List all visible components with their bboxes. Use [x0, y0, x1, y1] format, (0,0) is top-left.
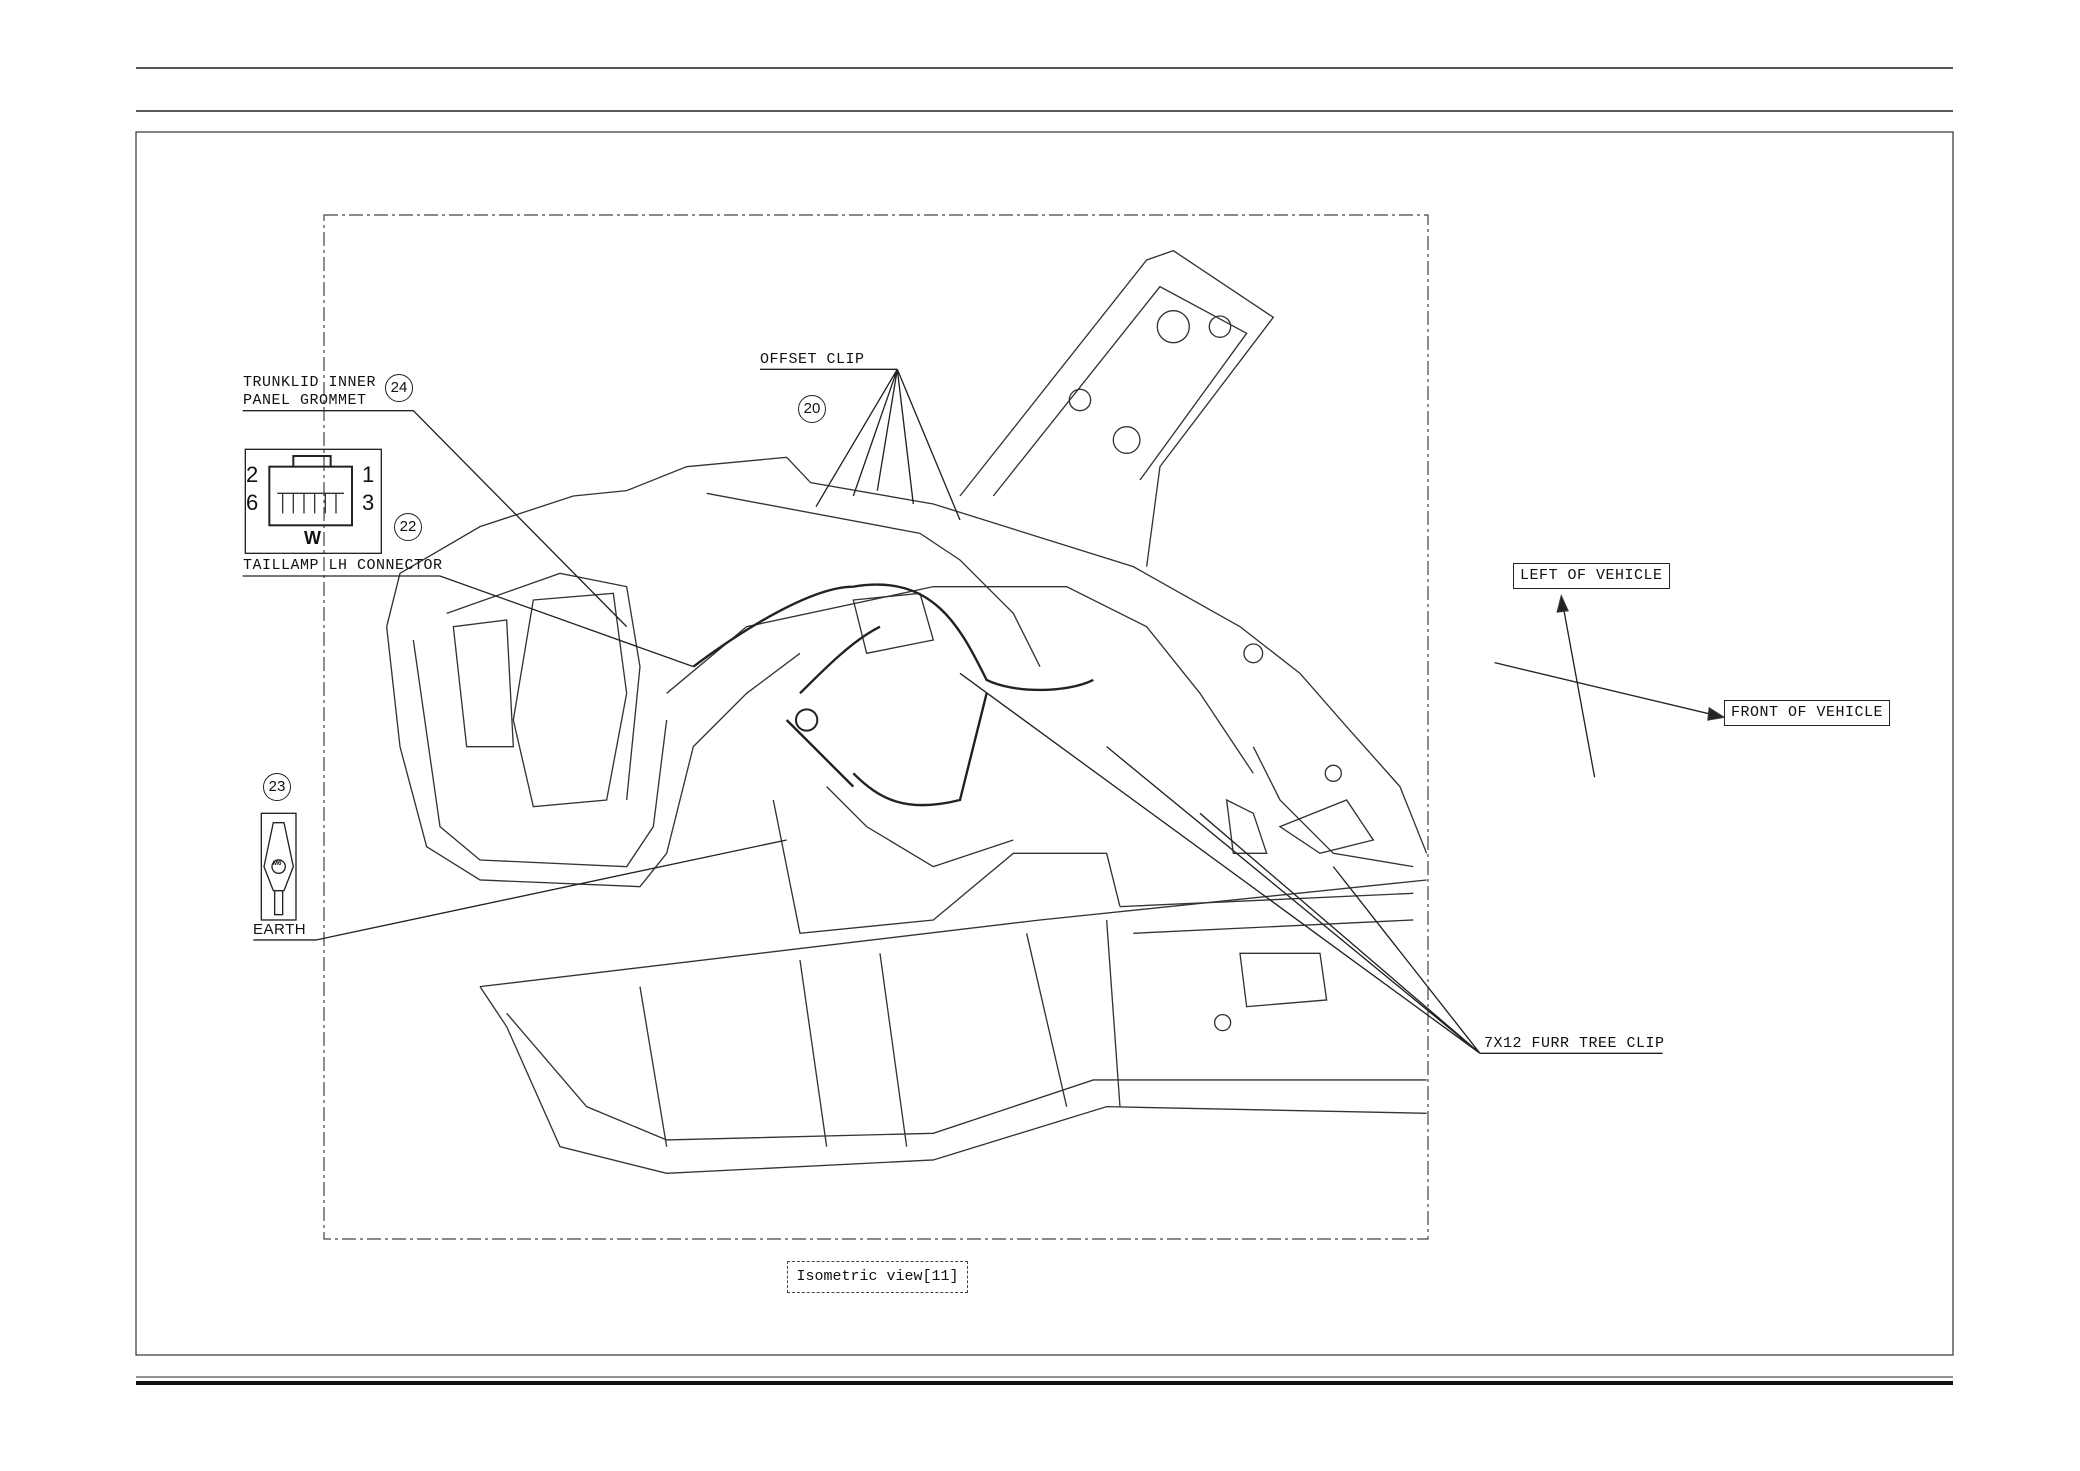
earth-terminal-icon — [260, 812, 297, 921]
taillamp-connector-label: TAILLAMP LH CONNECTOR — [243, 557, 443, 574]
left-of-vehicle-label: LEFT OF VEHICLE — [1513, 563, 1670, 589]
offset-clip-label: OFFSET CLIP — [760, 351, 865, 368]
callout-22: 22 — [394, 513, 422, 541]
view-boundary — [323, 214, 1429, 1240]
arrow-front-icon — [1707, 706, 1726, 721]
callout-24: 24 — [385, 374, 413, 402]
wire-harness — [692, 583, 1094, 807]
connector-icon — [244, 448, 382, 554]
pin-2: 2 — [246, 462, 259, 487]
leader-lines — [242, 368, 1725, 1054]
trunklid-label-line1: TRUNKLID INNER — [243, 374, 377, 391]
arrow-left-icon — [1556, 593, 1569, 613]
pin-3: 3 — [362, 490, 375, 515]
pin-6: 6 — [246, 490, 259, 515]
callout-20: 20 — [798, 395, 826, 423]
trunklid-label-line2: PANEL GROMMET — [243, 392, 367, 409]
drawing-border — [135, 131, 1954, 1356]
view-caption: Isometric view[11] — [787, 1261, 968, 1293]
pin-1: 1 — [362, 462, 375, 487]
furr-tree-clip-label: 7X12 FURR TREE CLIP — [1484, 1035, 1665, 1052]
callout-23: 23 — [263, 773, 291, 801]
vehicle-body-outline — [385, 249, 1428, 1174]
front-of-vehicle-label: FRONT OF VEHICLE — [1724, 700, 1891, 726]
connector-color-code: W — [304, 528, 321, 548]
earth-label: EARTH — [253, 921, 307, 938]
earth-bolt-size: M6 — [273, 861, 282, 867]
harness-grommet — [794, 708, 819, 732]
